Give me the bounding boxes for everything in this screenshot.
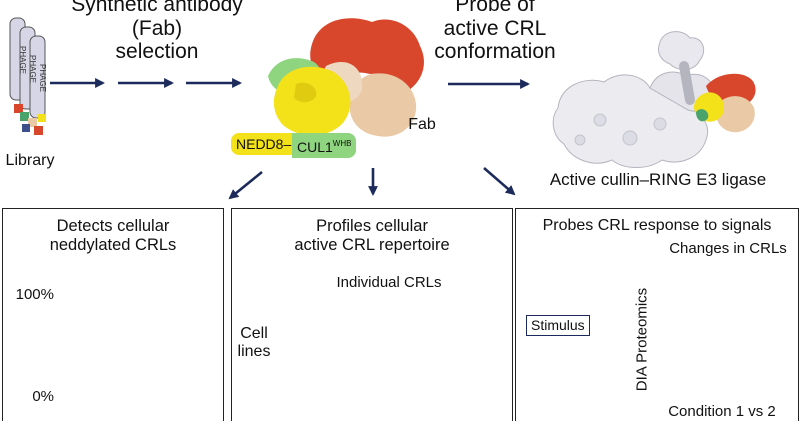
stimulus-box: Stimulus	[526, 315, 590, 336]
selection-label-line2: (Fab)	[131, 16, 183, 40]
selection-label-line3: selection	[115, 40, 199, 64]
panel-detects-title-line1: Detects cellular	[56, 217, 170, 235]
library-label: Library	[5, 152, 55, 169]
panel-profiles-title-line2: active CRL repertoire	[294, 236, 450, 255]
y-axis-label: DIA Proteomics	[633, 287, 651, 392]
selection-arrows	[50, 78, 530, 89]
phage-label-1: PHAGE	[18, 46, 27, 74]
heatmap-row-label: Cell lines	[234, 325, 274, 361]
selection-label: Synthetic antibody (Fab) selection	[42, 0, 272, 64]
x-axis-label: Condition 1 vs 2	[668, 403, 776, 420]
heatmap-row-label-line1: Cell	[240, 325, 268, 342]
nedd8-badge: NEDD8–	[231, 133, 294, 155]
panel-detects-title-line2: neddylated CRLs	[49, 236, 177, 255]
y-tick-0: 0%	[32, 388, 54, 405]
panel-detects: Detects cellular neddylated CRLs	[2, 208, 224, 421]
heatmap-row-label-line2: lines	[237, 342, 271, 360]
panel-detects-title: Detects cellular neddylated CRLs	[3, 217, 223, 256]
panel-profiles: Profiles cellular active CRL repertoire	[231, 208, 513, 421]
panel-arrows	[228, 167, 516, 200]
phage-label-3: PHAGE	[38, 64, 47, 92]
fab-label: Fab	[408, 116, 436, 133]
selection-label-line1: Synthetic antibody	[71, 0, 243, 16]
cul1-badge: CUL1WHB	[292, 133, 357, 158]
probe-label-line1: Probe of	[455, 0, 535, 16]
probe-label-line3: conformation	[434, 40, 556, 64]
fab-complex-structure	[268, 18, 424, 137]
probe-label: Probe of active CRL conformation	[420, 0, 570, 64]
ligase-label: Active cullin–RING E3 ligase	[549, 170, 767, 189]
panel-profiles-title: Profiles cellular active CRL repertoire	[232, 217, 512, 256]
heatmap-column-label: Individual CRLs	[336, 274, 442, 291]
panel-probes-title: Probes CRL response to signals	[542, 217, 772, 234]
phage-label-2: PHAGE	[28, 55, 37, 83]
panel-probes: Probes CRL response to signals	[515, 208, 799, 421]
changes-label: Changes in CRLs	[669, 240, 787, 257]
cul1-label: CUL1	[297, 139, 333, 155]
phage-library-icon	[9, 17, 46, 135]
cul1-superscript: WHB	[332, 139, 352, 148]
panel-profiles-title-line1: Profiles cellular	[316, 217, 428, 235]
ligase-structure	[552, 31, 756, 168]
y-tick-100: 100%	[15, 286, 54, 303]
probe-label-line2: active CRL	[443, 16, 547, 40]
